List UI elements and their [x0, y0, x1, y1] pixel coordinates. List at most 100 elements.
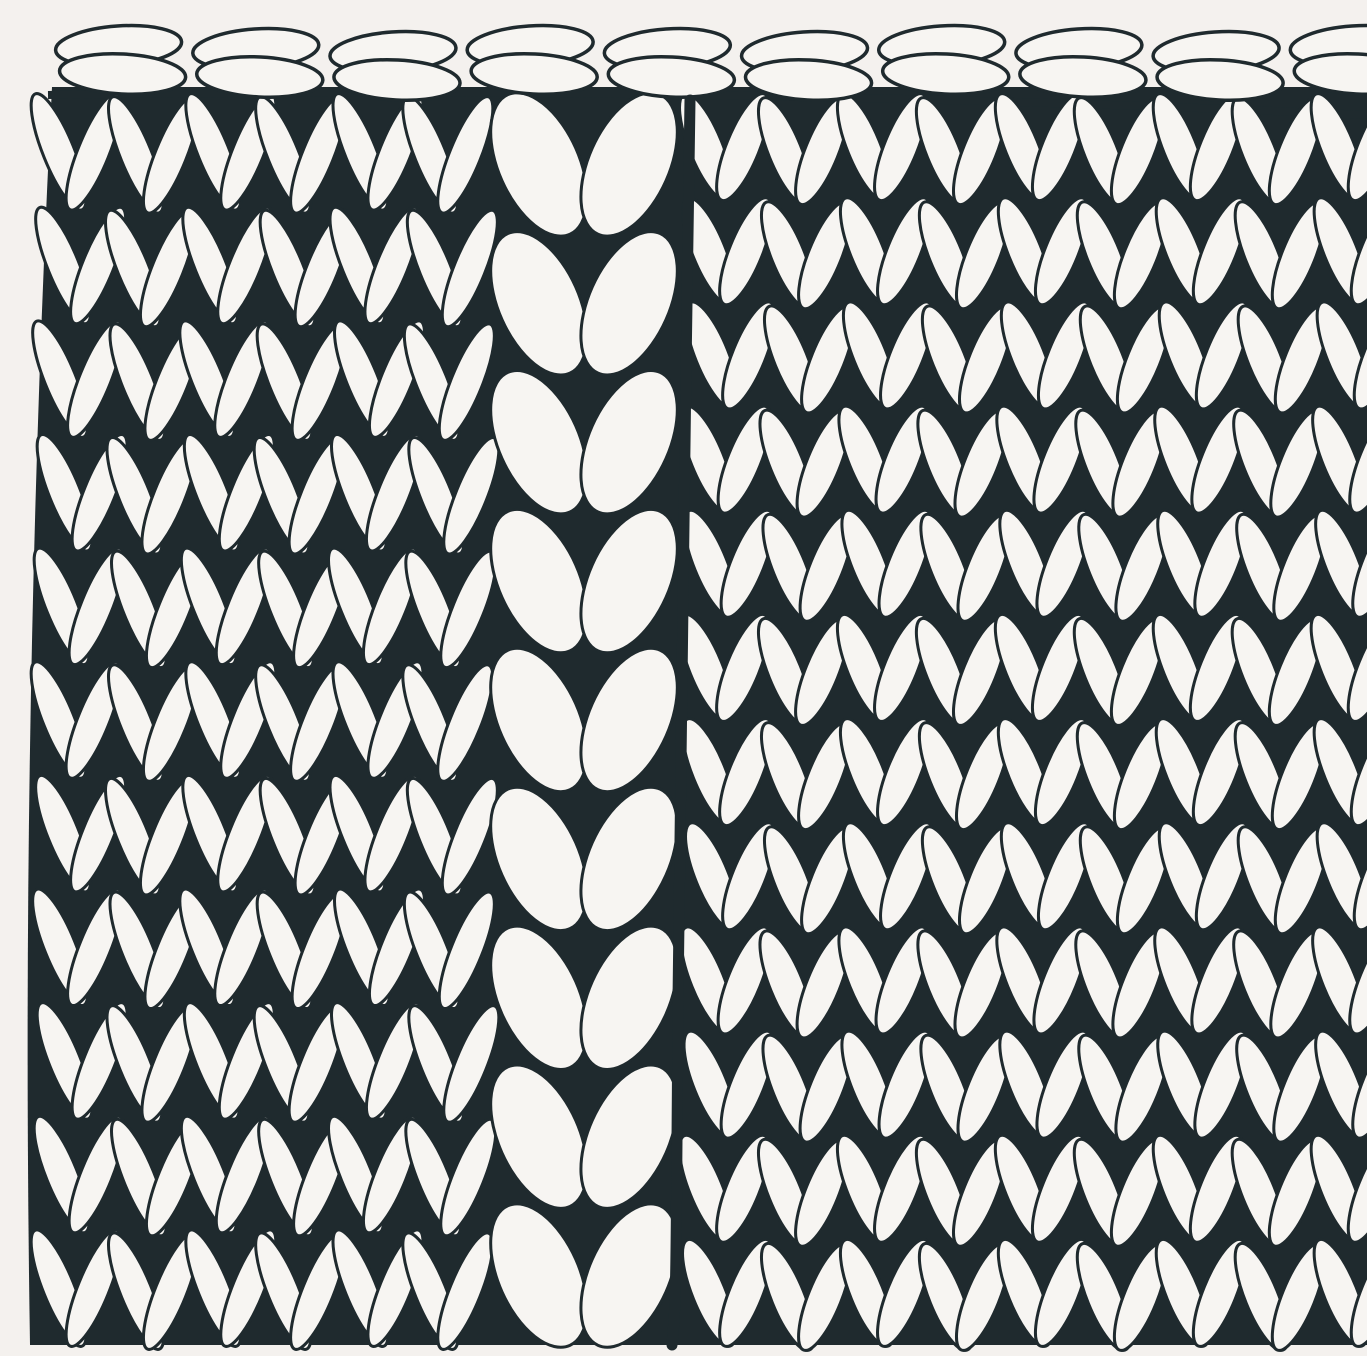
knit-stitch [404, 549, 498, 670]
knit-stitch [914, 96, 1008, 207]
stitch-left-leg [489, 91, 589, 238]
knit-stitch [920, 825, 1014, 936]
knit-stitch [841, 300, 935, 411]
stitch-right-leg [715, 612, 771, 723]
stitch-right-leg [66, 319, 125, 439]
knit-stitch [681, 717, 774, 828]
knit-stitch [327, 1114, 420, 1235]
knit-stitch [917, 1241, 1011, 1352]
chain-link [465, 23, 599, 96]
stitch-right-leg [66, 887, 125, 1008]
stitch-right-leg [361, 1114, 420, 1235]
chain-link-lower [880, 52, 1011, 96]
chain-link [602, 26, 737, 99]
knit-stitch [1315, 300, 1367, 411]
wide-stitch [489, 1202, 679, 1349]
stitch-right-leg [877, 1029, 934, 1140]
knit-stitch [1151, 612, 1245, 723]
knit-stitch [838, 717, 932, 828]
stitch-right-leg [213, 887, 272, 1008]
stitch-right-leg [1352, 300, 1367, 411]
stitch-right-leg [1191, 717, 1248, 828]
knit-stitch [328, 773, 422, 894]
stitch-right-leg [1194, 300, 1251, 411]
chain-link [1151, 29, 1285, 102]
stitch-right-leg [1033, 1237, 1090, 1348]
stitch-right-leg [1190, 404, 1247, 515]
stitch-right-leg [718, 717, 774, 828]
stitch-right-leg [437, 890, 496, 1011]
stitch-right-leg [719, 508, 776, 619]
knit-stitch [762, 825, 856, 936]
knit-stitch [678, 612, 771, 723]
stitch-right-leg [874, 925, 931, 1036]
stitch-right-leg [216, 773, 275, 894]
chain-link-lower [743, 58, 874, 102]
stitch-right-leg [876, 1237, 932, 1348]
stitch-right-leg [1191, 196, 1248, 307]
stitch-right-leg [1194, 821, 1251, 932]
knit-stitch [1077, 1033, 1171, 1144]
knit-stitch [178, 319, 272, 439]
knit-stitch [679, 404, 773, 515]
stitch-right-leg [437, 322, 496, 442]
stitch-right-leg [1190, 925, 1247, 1036]
knit-stitch [1072, 616, 1166, 727]
stitch-right-leg [579, 507, 679, 655]
stitch-right-leg [1033, 196, 1090, 307]
knit-stitch [252, 1004, 346, 1124]
chain-link-lower [1018, 55, 1148, 99]
knit-stitch [1154, 1237, 1248, 1348]
stitch-right-leg [1036, 821, 1093, 932]
knit-stitch [1151, 1133, 1245, 1244]
knit-stitch [252, 435, 346, 556]
stitch-right-leg [1351, 1029, 1367, 1140]
knit-stitch [993, 1133, 1087, 1244]
knit-stitch [1312, 196, 1367, 307]
knit-stitch [993, 612, 1087, 723]
knit-stitch [405, 208, 499, 329]
chain-link [328, 29, 462, 102]
stitch-right-leg [719, 1029, 776, 1140]
knit-stitch [1312, 717, 1367, 828]
stitch-right-leg [214, 546, 273, 667]
knit-stitch [998, 1029, 1092, 1140]
stitch-right-leg [216, 205, 275, 326]
knit-stitch [405, 776, 499, 897]
chain-link-lower [1292, 52, 1367, 96]
stitch-right-leg [1036, 300, 1093, 411]
bind-off-chain [53, 23, 1367, 102]
knit-stitch [681, 1237, 774, 1348]
stitch-right-leg [64, 660, 123, 780]
knit-stitch [1315, 821, 1367, 932]
knit-stitch [919, 1033, 1013, 1144]
knit-stitch [401, 1231, 495, 1351]
knit-stitch [682, 1029, 776, 1140]
stitch-right-leg [1030, 1133, 1087, 1244]
stitch-right-leg [718, 196, 774, 307]
knit-stitch [1314, 508, 1367, 619]
stitch-right-leg [877, 508, 934, 619]
stitch-left-leg [489, 646, 589, 794]
stitch-right-leg [67, 546, 126, 667]
stitch-right-leg [1035, 508, 1092, 619]
knit-stitch [330, 432, 423, 553]
stitch-right-leg [436, 95, 495, 215]
knit-stitch [31, 319, 125, 439]
stitch-left-leg [489, 924, 589, 1071]
knit-stitch [756, 1137, 850, 1248]
stitch-right-leg [873, 612, 929, 723]
stitch-right-leg [579, 785, 679, 933]
stitch-right-leg [873, 1133, 929, 1244]
stitch-right-leg [579, 924, 679, 1071]
stitch-right-leg [363, 773, 422, 894]
knit-stitch [181, 205, 275, 326]
knit-stitch [255, 890, 349, 1011]
column-divider-line [666, 94, 696, 1351]
stitch-right-leg [579, 230, 679, 377]
knit-stitch [1072, 96, 1166, 207]
knit-stitch [254, 1231, 348, 1351]
wide-stitch [489, 369, 679, 516]
stitch-grid [29, 91, 1367, 1352]
